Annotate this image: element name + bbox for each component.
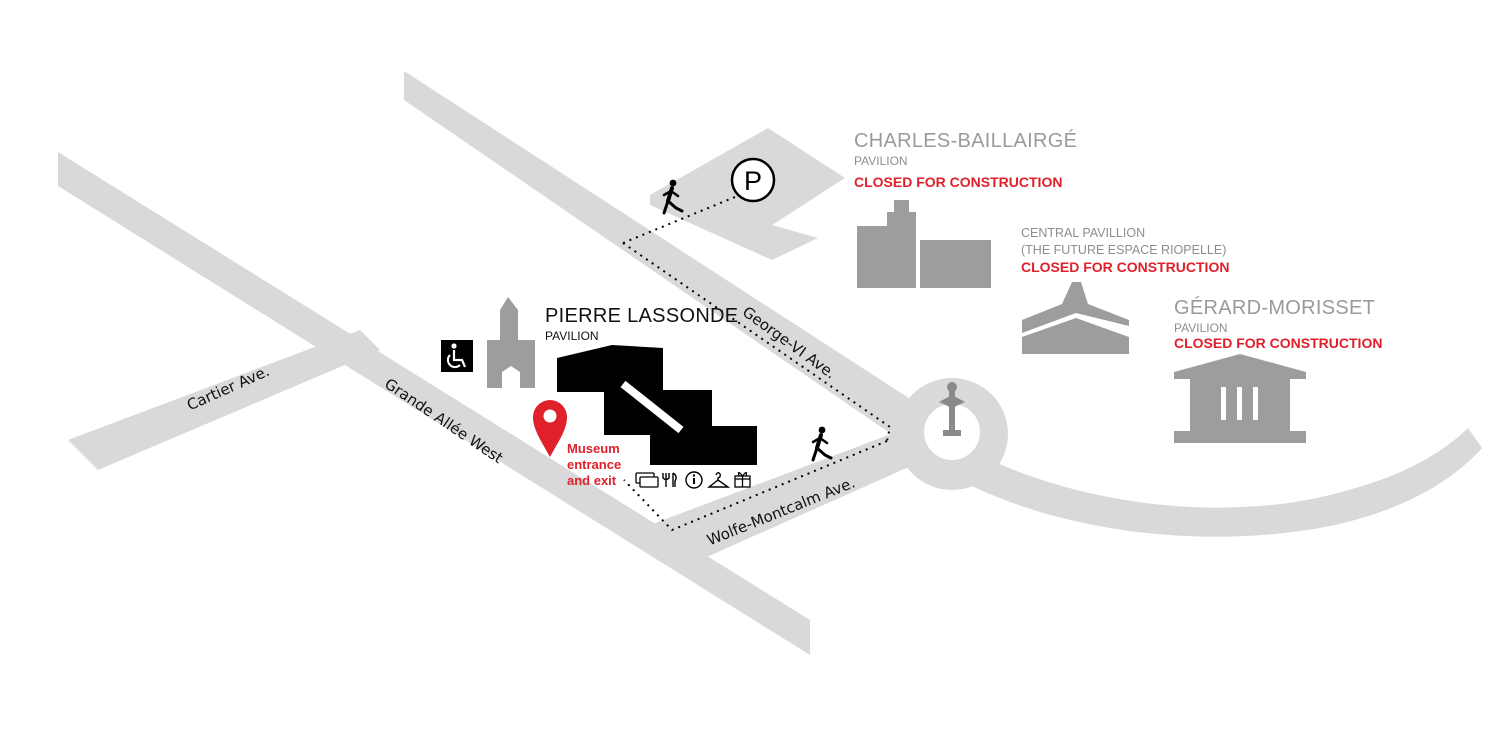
- roads: [58, 71, 1482, 655]
- museum-entrance-label: Museum entrance and exit: [567, 441, 621, 489]
- road-cartier: [68, 330, 380, 470]
- entrance-line-2: entrance: [567, 457, 622, 472]
- wheelchair-icon: [441, 340, 473, 372]
- gerard-morisset-building: [1174, 354, 1306, 443]
- pierre-lassonde-title: PIERRE LASSONDE: [545, 305, 739, 327]
- central-pavilion-subtitle: (THE FUTURE ESPACE RIOPELLE): [1021, 243, 1227, 257]
- pedestrian-icon: [662, 179, 684, 215]
- road-grande-allee: [58, 152, 810, 655]
- ticket-icon: [635, 472, 659, 488]
- info-icon: [685, 471, 703, 489]
- walking-paths: [622, 196, 892, 532]
- entrance-line-1: Museum: [567, 441, 620, 456]
- location-pin-icon: [533, 400, 567, 457]
- gerard-morisset-subtitle: PAVILION: [1174, 321, 1228, 335]
- road-curve-east: [950, 428, 1482, 537]
- charles-baillairge-building: [857, 200, 991, 288]
- gerard-morisset-title: GÉRARD-MORISSET: [1174, 297, 1376, 319]
- church-icon: [487, 297, 535, 388]
- svg-text:P: P: [744, 166, 762, 196]
- road-george-vi: [404, 71, 935, 440]
- pierre-lassonde-building: [557, 345, 757, 465]
- charles-baillairge-subtitle: PAVILION: [854, 154, 908, 168]
- parking-icon: P: [730, 157, 776, 203]
- entrance-line-3: and exit: [567, 473, 617, 488]
- restaurant-icon: [662, 472, 677, 487]
- charles-baillairge-title: CHARLES-BAILLAIRGÉ: [854, 130, 1078, 152]
- central-pavilion-status: CLOSED FOR CONSTRUCTION: [1021, 259, 1230, 275]
- central-pavilion-title: CENTRAL PAVILLION: [1021, 226, 1146, 240]
- coat-check-icon: [706, 472, 731, 488]
- pierre-lassonde-subtitle: PAVILION: [545, 329, 599, 343]
- gerard-morisset-status: CLOSED FOR CONSTRUCTION: [1174, 335, 1383, 351]
- path-wolfe: [623, 440, 888, 532]
- gift-shop-icon: [734, 471, 751, 488]
- statue-icon: [939, 382, 965, 436]
- central-pavilion-building: [1022, 282, 1129, 354]
- pedestrian-icon: [811, 426, 833, 462]
- charles-baillairge-status: CLOSED FOR CONSTRUCTION: [854, 174, 1063, 190]
- road-wolfe-montcalm: [650, 425, 920, 560]
